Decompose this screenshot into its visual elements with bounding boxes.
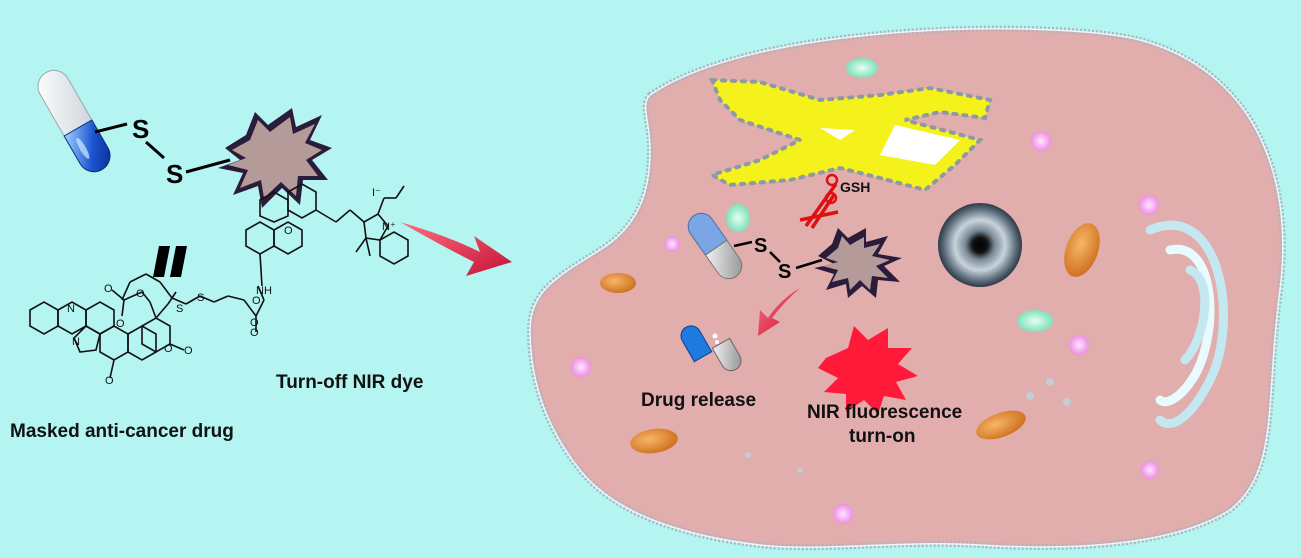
mitochondria-icon-3 [630,428,678,454]
atom-o-1: O [105,375,114,387]
sulfur-atom-2: S [166,159,183,189]
atom-o-8: O [252,295,261,307]
star-burst-fill [228,117,322,198]
golgi-icon [1145,220,1228,429]
atom-n-2: N [72,336,80,348]
atom-o-6: O [164,343,173,355]
atom-o-2: O [136,288,145,300]
capsule-half-blue [680,325,713,363]
scissors-icon [799,173,839,229]
nir-star-icon [818,326,918,414]
capsule-half-gray [711,337,742,372]
mitochondria-icon-4 [976,410,1026,440]
masked-drug-label: Masked anti-cancer drug [10,421,234,442]
vesicles [571,58,1159,524]
cell-sulfur-1: S [754,235,767,257]
released-drug [680,325,742,372]
atom-s-1: S [197,292,204,304]
atom-n-1: N [67,303,75,315]
atom-n-plus: N⁺ [382,221,396,233]
equivalence-sign [153,246,187,277]
sulfur-atom-1: S [132,114,149,144]
chemical-structure [29,183,409,379]
atom-o-4: O [116,318,125,330]
atom-o-3: O [104,283,113,295]
cell: S S GSH Drug re [526,25,1286,551]
atom-o-5: O [184,345,193,357]
capsule-icon-cell [687,212,743,280]
mitochondria-icon [1064,223,1100,277]
mitochondria-icon-2 [600,273,636,293]
intracellular-prodrug: S S [687,212,902,298]
atom-o-10: O [284,225,293,237]
capsule-icon [37,69,111,173]
gsh-label: GSH [840,179,870,195]
prodrug-schematic: S S [37,69,332,208]
nucleus-icon [938,203,1022,287]
atom-o-7: O [250,327,259,339]
drug-release-label: Drug release [641,390,756,411]
endoplasmic-reticulum [706,77,993,193]
turn-off-dye-label: Turn-off NIR dye [276,372,423,393]
entry-arrow [400,222,512,276]
chemical-atom-labels: N N O O O O O O S S O O O NH O I⁻ N⁺ [67,187,396,387]
cell-sulfur-2: S [778,261,791,283]
atom-iodide: I⁻ [372,187,381,199]
atom-nh: NH [256,285,272,297]
nir-turn-on-label: turn-on [849,426,915,447]
nir-fluorescence-label: NIR fluorescence [807,402,962,423]
release-arrow [758,288,800,336]
atom-o-9: O [250,317,259,329]
atom-s-2: S [176,303,183,315]
